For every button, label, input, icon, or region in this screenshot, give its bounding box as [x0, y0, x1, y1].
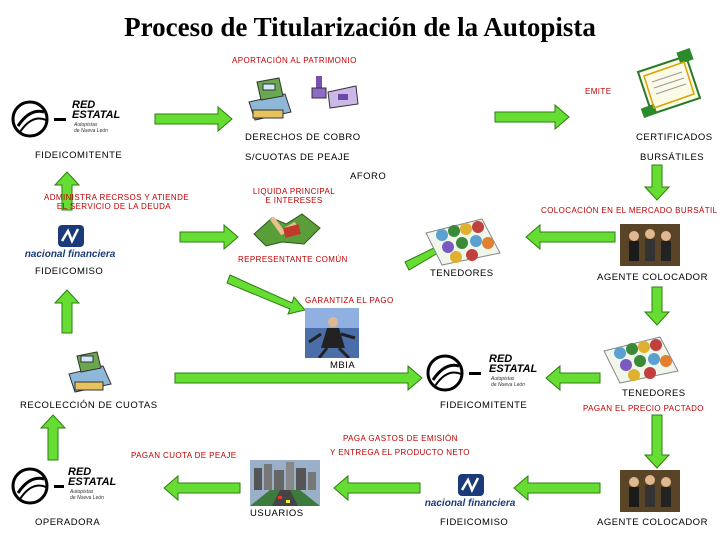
nacional-financiera-text-bottom: nacional financiera [424, 498, 516, 509]
businessman-icon [305, 308, 359, 360]
label-administra: ADMINISTRA RECRSOS Y ATIENDE EL SERVICIO… [44, 193, 190, 211]
arrow-emite [494, 103, 570, 131]
toll-booth-icon [308, 72, 360, 112]
arrow-garantiza [226, 274, 306, 315]
red-estatal-emblem-bottom-icon [11, 467, 64, 505]
cash-register-icon [245, 72, 293, 124]
agent-photo-bottom [620, 470, 680, 512]
label-colocacion: COLOCACIÓN EN EL MERCADO BURSÁTIL [541, 206, 718, 215]
label-liquida-line2: E INTERESES [265, 196, 323, 205]
nafin-emblem-icon [58, 225, 84, 247]
label-representante: REPRESENTANTE COMÚN [238, 255, 348, 264]
label-tenedores-mid: TENEDORES [622, 388, 686, 399]
label-administra-line2: EL SERVICIO DE LA DEUDA [56, 202, 172, 211]
label-pagan-precio: PAGAN EL PRECIO PACTADO [583, 404, 704, 413]
nacional-financiera-text-top: nacional financiera [24, 249, 116, 260]
arrow-pagan-cuota [163, 474, 241, 502]
label-emite: EMITE [585, 87, 612, 96]
arrow-usuarios [333, 474, 421, 502]
arrow-recoleccion [174, 364, 423, 392]
arrow-colocacion [525, 223, 616, 251]
arrow-down-certificados [643, 164, 671, 201]
label-garantiza: GARANTIZA EL PAGO [305, 296, 394, 305]
arrow-down-tenedores [643, 414, 671, 469]
red-estatal-mid-line2: ESTATAL [489, 363, 538, 375]
red-estatal-sub2: de Nueva León [74, 128, 108, 134]
arrow-aportacion [154, 105, 233, 133]
label-recoleccion: RECOLECCIÓN DE CUOTAS [20, 400, 158, 411]
red-estatal-emblem-icon [11, 100, 66, 138]
nafin-emblem-bottom-icon [458, 474, 484, 496]
arrow-entrega [513, 474, 601, 502]
label-fideicomiso-bottom: FIDEICOMISO [440, 517, 509, 528]
arrow-up-fideicomitente [53, 171, 81, 211]
businessmen-bottom-icon [620, 470, 680, 512]
nacional-financiera-logo-bottom: nacional financiera [420, 472, 520, 512]
red-estatal-emblem-mid-icon [426, 354, 481, 392]
label-fideicomiso-top: FIDEICOMISO [35, 266, 104, 277]
red-estatal-bottom-line1: RED [68, 466, 92, 478]
red-estatal-mid-sub1: Autopistas [491, 376, 515, 382]
red-estatal-mid-sub2: de Nueva León [491, 382, 525, 388]
label-fideicomitente-top: FIDEICOMITENTE [35, 150, 123, 161]
city-highway-icon [250, 460, 320, 506]
label-paga-gastos: PAGA GASTOS DE EMISIÓN [343, 434, 458, 443]
red-estatal-logo-bottom: RED ESTATAL Autopistas de Nueva León [10, 465, 122, 507]
red-estatal-bottom-line2: ESTATAL [68, 476, 117, 488]
label-cuotas-peaje: S/CUOTAS DE PEAJE [245, 152, 350, 163]
red-estatal-logo-mid: RED ESTATAL Autopistas de Nueva León [425, 352, 545, 394]
cash-register-left-icon [65, 350, 115, 396]
arrow-pagan-precio [545, 364, 601, 392]
label-pagan-cuota: PAGAN CUOTA DE PEAJE [131, 451, 237, 460]
red-estatal-mid-line1: RED [489, 353, 513, 365]
red-estatal-line2: ESTATAL [72, 109, 121, 121]
crowd-icon-mid [600, 333, 680, 385]
arrow-up-operadora [39, 414, 67, 461]
label-fideicomitente-mid: FIDEICOMITENTE [440, 400, 528, 411]
label-tenedores-top: TENEDORES [430, 268, 494, 279]
label-administra-line1: ADMINISTRA RECRSOS Y ATIENDE [44, 193, 190, 202]
red-estatal-line1: RED [72, 99, 96, 111]
label-entrega-producto: Y ENTREGA EL PRODUCTO NETO [330, 448, 470, 457]
label-mbia: MBIA [330, 360, 356, 371]
label-operadora: OPERADORA [35, 517, 101, 528]
arrow-up-fideicomiso [53, 289, 81, 334]
label-agente-top: AGENTE COLOCADOR [597, 272, 708, 283]
label-usuarios: USUARIOS [250, 508, 304, 519]
page-title: Proceso de Titularización de la Autopist… [124, 12, 596, 42]
red-estatal-sub1: Autopistas [74, 122, 98, 128]
label-aportacion: APORTACIÓN AL PATRIMONIO [232, 56, 357, 65]
handshake-icon [252, 204, 322, 250]
arrow-down-agente [643, 286, 671, 326]
agent-photo-top [620, 224, 680, 266]
label-agente-bottom: AGENTE COLOCADOR [597, 517, 708, 528]
label-bursatiles: BURSÁTILES [640, 152, 705, 163]
nacional-financiera-logo-top: nacional financiera [20, 223, 120, 261]
label-aforo: AFORO [350, 171, 387, 182]
crowd-icon [422, 213, 502, 267]
red-estatal-logo-top: RED ESTATAL Autopistas de Nueva León [10, 98, 135, 140]
label-certificados: CERTIFICADOS [636, 132, 713, 143]
red-estatal-bottom-sub2: de Nueva León [70, 495, 104, 501]
businessmen-icon [620, 224, 680, 266]
label-liquida-line1: LIQUIDA PRINCIPAL [252, 187, 336, 196]
certificate-scroll-icon [628, 47, 708, 119]
label-liquida: LIQUIDA PRINCIPAL E INTERESES [244, 187, 344, 205]
red-estatal-bottom-sub1: Autopistas [70, 489, 94, 495]
label-derechos: DERECHOS DE COBRO [245, 132, 361, 143]
arrow-liquida [179, 223, 239, 251]
